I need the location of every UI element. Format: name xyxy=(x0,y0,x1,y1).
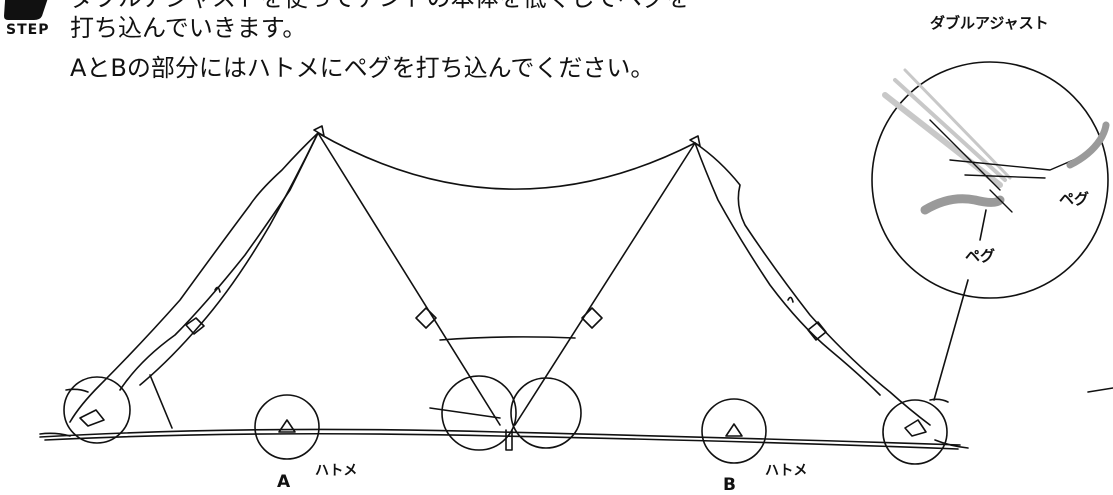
tent-left-outer xyxy=(69,132,319,423)
tent-center-left xyxy=(317,132,501,426)
peak-left xyxy=(313,125,325,137)
tent-center-bar xyxy=(439,336,576,341)
adjuster-right-1 xyxy=(581,307,603,329)
label-peg-1: ペグ xyxy=(1059,190,1090,208)
clip-right xyxy=(787,296,794,303)
ground-line xyxy=(39,428,961,446)
center-pole-base xyxy=(505,429,513,451)
grommet-a xyxy=(278,419,296,433)
right-ground-tab xyxy=(929,398,949,403)
step-label: STEP xyxy=(6,22,50,38)
step-number-icon xyxy=(4,0,48,20)
corner-right-detail xyxy=(904,419,927,437)
inset-title: ダブルアジャスト xyxy=(930,14,1049,32)
callout-line xyxy=(933,279,969,401)
peak-right xyxy=(689,135,701,147)
circle-a xyxy=(254,394,320,460)
instruction-line-1: 打ち込んでいきます。 xyxy=(70,14,307,42)
adjuster-left-2 xyxy=(415,307,437,329)
inset-circle xyxy=(871,61,1109,299)
far-right-mark xyxy=(1087,387,1113,393)
left-guy-line xyxy=(149,374,173,429)
corner-left-detail xyxy=(79,409,105,427)
adjuster-right-2 xyxy=(807,321,827,341)
instruction-line-2: AとBの部分にはハトメにペグを打ち込んでください。 xyxy=(70,54,655,82)
circle-b xyxy=(701,398,767,464)
right-ground-tail xyxy=(934,439,969,449)
circle-right-corner xyxy=(882,399,948,465)
label-b: B xyxy=(723,475,736,495)
clip-left xyxy=(214,286,221,293)
adjuster-left-1 xyxy=(185,317,205,335)
tent-right-outer xyxy=(694,142,931,426)
tent-left-inner xyxy=(119,132,319,391)
circle-center-right xyxy=(510,377,582,449)
tent-left-ridge xyxy=(139,132,319,386)
label-hatome-a: ハトメ xyxy=(315,463,358,479)
label-peg-2: ペグ xyxy=(965,247,996,265)
instruction-line-0: ダブルアジャストを使ってテントの本体を低くしてペグを xyxy=(70,0,690,12)
tent-right-inner xyxy=(694,142,881,396)
left-ground-tab xyxy=(65,388,89,393)
circle-left-corner xyxy=(63,376,131,444)
tent-center-right xyxy=(514,142,696,426)
center-guy-extra xyxy=(429,407,501,419)
grommet-b xyxy=(725,423,743,437)
left-ground-tail xyxy=(39,432,71,437)
label-hatome-b: ハトメ xyxy=(765,463,808,479)
tent-ridge-top xyxy=(317,132,696,190)
double-adjuster-icon xyxy=(882,68,1110,241)
label-a: A xyxy=(277,472,291,492)
circle-center-left xyxy=(441,375,517,451)
ground-line-lower xyxy=(44,432,959,450)
